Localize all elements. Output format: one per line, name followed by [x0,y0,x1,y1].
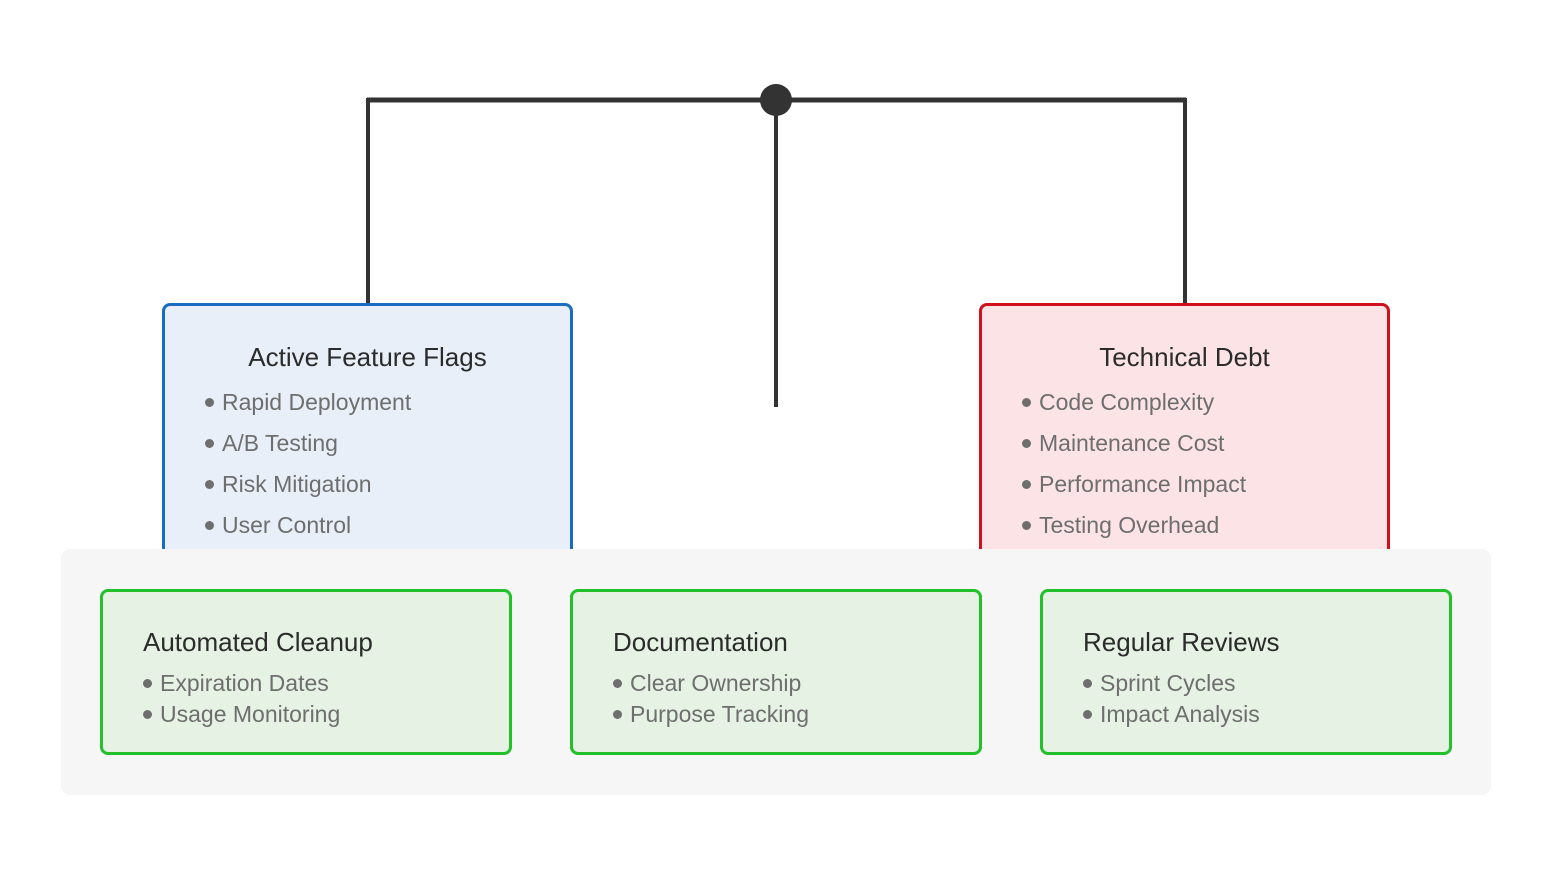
active-feature-flags-card: Active Feature Flags Rapid Deployment A/… [162,303,573,593]
card-title: Automated Cleanup [143,627,373,657]
card-title: Technical Debt [1099,342,1270,372]
card-title: Regular Reviews [1083,627,1280,657]
list-item: Code Complexity [1022,382,1387,423]
list-item: Expiration Dates [143,668,509,699]
list-item: Rapid Deployment [205,382,570,423]
documentation-card: Documentation Clear Ownership Purpose Tr… [570,589,982,755]
list-item: Maintenance Cost [1022,423,1387,464]
bullet-list: Sprint Cycles Impact Analysis [1083,668,1449,730]
bullet-list: Expiration Dates Usage Monitoring [143,668,509,730]
list-item: Risk Mitigation [205,464,570,505]
list-item: User Control [205,505,570,546]
bullet-list: Clear Ownership Purpose Tracking [613,668,979,730]
list-item: A/B Testing [205,423,570,464]
bullet-list: Code Complexity Maintenance Cost Perform… [1022,382,1387,546]
card-title: Active Feature Flags [248,342,487,372]
list-item: Performance Impact [1022,464,1387,505]
list-item: Testing Overhead [1022,505,1387,546]
regular-reviews-card: Regular Reviews Sprint Cycles Impact Ana… [1040,589,1452,755]
automated-cleanup-card: Automated Cleanup Expiration Dates Usage… [100,589,512,755]
list-item: Impact Analysis [1083,699,1449,730]
list-item: Purpose Tracking [613,699,979,730]
pivot-node [760,84,792,116]
bullet-list: Rapid Deployment A/B Testing Risk Mitiga… [205,382,570,546]
technical-debt-card: Technical Debt Code Complexity Maintenan… [979,303,1390,593]
card-title: Documentation [613,627,788,657]
list-item: Usage Monitoring [143,699,509,730]
list-item: Clear Ownership [613,668,979,699]
list-item: Sprint Cycles [1083,668,1449,699]
